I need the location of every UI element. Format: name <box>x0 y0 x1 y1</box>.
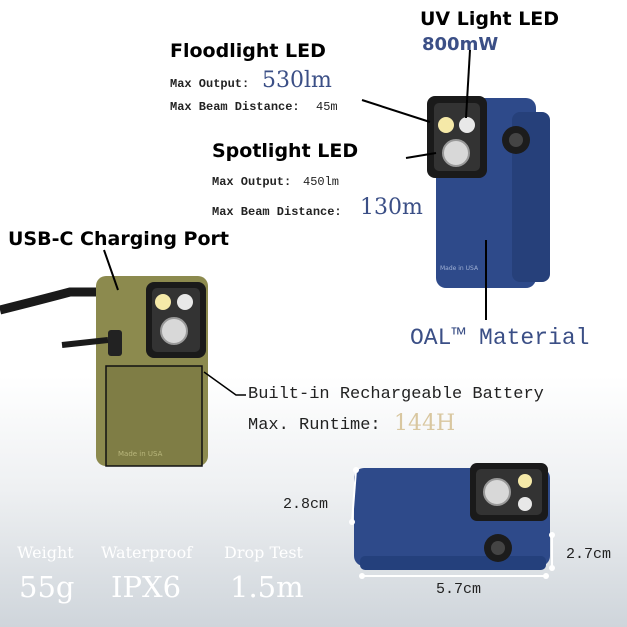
spotlight-beam-label: Max Beam Distance: <box>212 205 342 219</box>
waterproof-value: IPX6 <box>111 570 182 604</box>
spotlight-beam-value: 130m <box>360 195 423 220</box>
weight-label: Weight <box>17 543 74 562</box>
runtime-value: 144H <box>394 411 456 436</box>
svg-text:Made in USA: Made in USA <box>440 265 479 272</box>
battery-label: Built-in Rechargeable Battery <box>248 385 544 404</box>
blue-flashlight-side <box>354 463 550 570</box>
spotlight-output-value: 450lm <box>303 175 340 189</box>
svg-text:Made in USA: Made in USA <box>118 450 163 458</box>
material-label: OAL™ Material <box>410 325 590 351</box>
spotlight-output-label: Max Output: <box>212 175 292 189</box>
floodlight-output-label: Max Output: <box>170 77 250 91</box>
floodlight-title: Floodlight LED <box>170 40 326 62</box>
drop-test-label: Drop Test <box>224 543 303 562</box>
drop-test-value: 1.5m <box>230 570 304 604</box>
floodlight-beam-label: Max Beam Distance: <box>170 100 300 114</box>
spotlight-title: Spotlight LED <box>212 140 359 162</box>
width-dimension: 5.7cm <box>436 581 482 598</box>
waterproof-label: Waterproof <box>101 543 193 562</box>
uv-led-power: 800mW <box>422 34 499 55</box>
runtime-label: Max. Runtime: <box>248 416 381 435</box>
floodlight-output-value: 530lm <box>262 68 332 93</box>
usb-c-port-title: USB-C Charging Port <box>8 228 229 250</box>
height-dimension-left: 2.8cm <box>283 496 329 513</box>
blue-flashlight-front: Made in USA <box>427 96 550 288</box>
uv-led-title: UV Light LED <box>420 8 560 30</box>
height-dimension-right: 2.7cm <box>566 546 612 563</box>
olive-flashlight: Made in USA <box>0 276 208 467</box>
weight-value: 55g <box>19 570 75 604</box>
floodlight-beam-value: 45m <box>316 100 338 114</box>
